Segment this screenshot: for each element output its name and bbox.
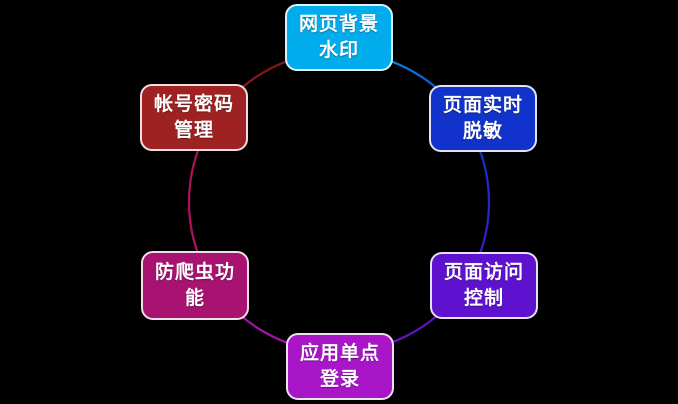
node-web-background-watermark: 网页背景 水印 bbox=[285, 4, 393, 71]
node-label-line: 应用单点 bbox=[299, 343, 380, 365]
node-anti-crawler: 防爬虫功 能 bbox=[141, 251, 249, 320]
node-label-line: 页面实时 bbox=[442, 95, 523, 117]
node-label-line: 脱敏 bbox=[462, 120, 503, 142]
node-label-line: 网页背景 bbox=[298, 14, 379, 36]
node-account-password-management: 帐号密码 管理 bbox=[140, 84, 248, 151]
node-label-line: 管理 bbox=[173, 119, 214, 141]
node-label-line: 能 bbox=[184, 287, 205, 309]
node-label-line: 防爬虫功 bbox=[154, 262, 235, 284]
node-label-line: 登录 bbox=[319, 368, 360, 390]
node-realtime-page-masking: 页面实时 脱敏 bbox=[429, 85, 537, 152]
node-label-line: 水印 bbox=[318, 39, 359, 61]
node-app-single-sign-on: 应用单点 登录 bbox=[286, 333, 394, 400]
node-label-line: 页面访问 bbox=[443, 262, 524, 284]
node-label-line: 帐号密码 bbox=[153, 94, 234, 116]
node-label-line: 控制 bbox=[463, 287, 504, 309]
node-page-access-control: 页面访问 控制 bbox=[430, 252, 538, 319]
